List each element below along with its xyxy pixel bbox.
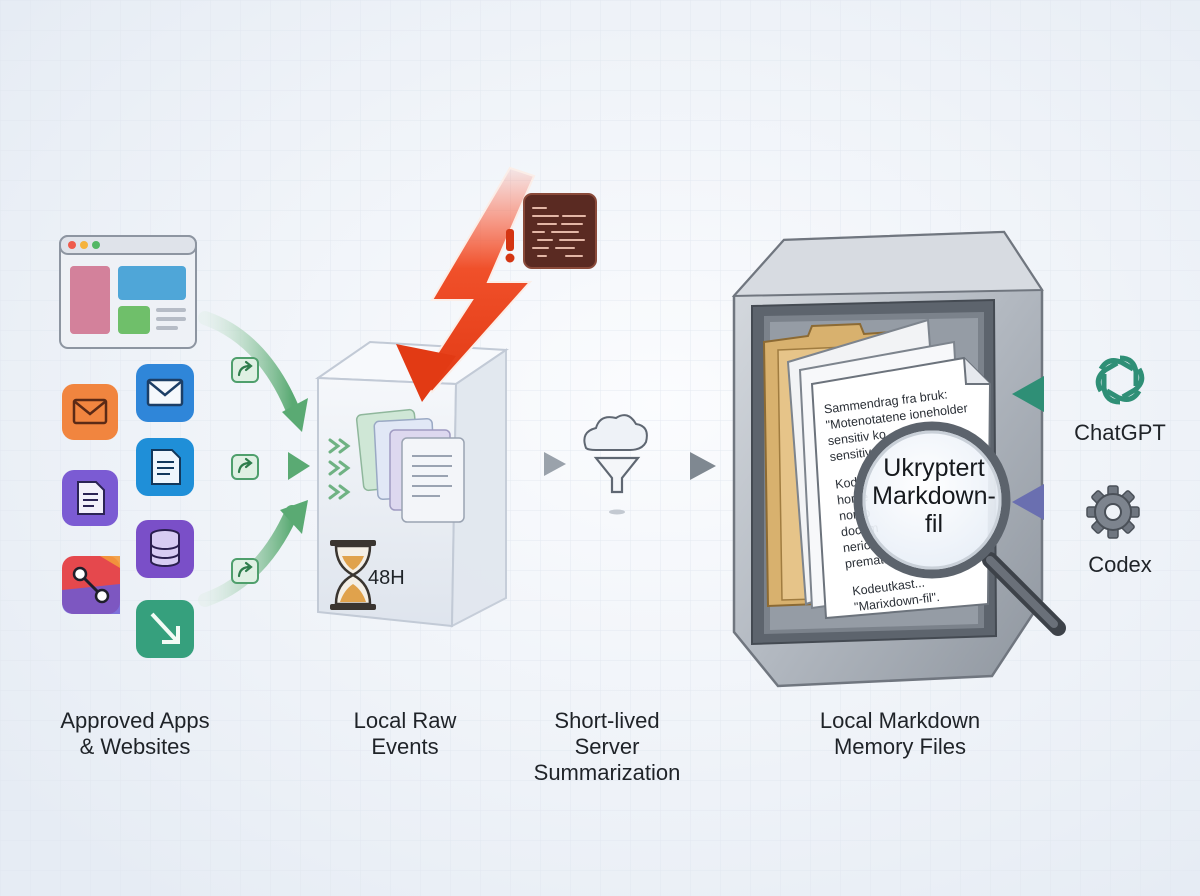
svg-text:Markdown-: Markdown- bbox=[872, 482, 996, 510]
cloud-icon bbox=[583, 414, 648, 451]
funnel-icon bbox=[593, 456, 641, 515]
svg-text:Ukryptert: Ukryptert bbox=[883, 454, 984, 482]
stage-label-memory-files: Local Markdown Memory Files bbox=[819, 708, 981, 759]
document-icon bbox=[62, 470, 118, 526]
share-arrow-icon bbox=[231, 454, 259, 480]
approved-flow-arrows bbox=[198, 311, 310, 607]
stage-label-raw-events: Local Raw Events bbox=[353, 708, 457, 759]
incoming-chevrons bbox=[328, 438, 351, 500]
magnifier-label: Ukryptert Markdown- fil bbox=[872, 454, 996, 538]
document-icon bbox=[136, 438, 194, 496]
codex-access-arrow bbox=[1012, 484, 1098, 520]
lightning-bolt-icon bbox=[396, 166, 536, 402]
share-arrow-icon bbox=[231, 357, 259, 383]
retention-badge: 48H bbox=[368, 567, 405, 589]
stage-label-sources: Approved Apps & Websites bbox=[60, 708, 210, 759]
magnifier-icon bbox=[853, 421, 1066, 636]
codex-label: Codex bbox=[1088, 552, 1152, 577]
mail-icon bbox=[136, 364, 194, 422]
svg-text:fil: fil bbox=[925, 510, 943, 538]
summarization-flow-arrows bbox=[490, 452, 716, 480]
stage-label-summarization: Short-lived Server Summarization bbox=[533, 708, 681, 785]
openai-logo-icon bbox=[1095, 355, 1145, 405]
hourglass-icon bbox=[330, 540, 376, 610]
database-icon bbox=[136, 520, 194, 578]
chatgpt-access-arrow bbox=[1012, 376, 1098, 412]
source-apps-group bbox=[59, 235, 197, 658]
gear-icon bbox=[1086, 485, 1140, 539]
code-snippet-icon bbox=[523, 193, 597, 269]
svg-text:sensitiv: sensitiv bbox=[829, 445, 873, 464]
mail-icon bbox=[62, 384, 118, 440]
warning-icon bbox=[505, 229, 515, 263]
graph-icon bbox=[62, 556, 120, 614]
event-documents bbox=[355, 408, 465, 523]
diagonal-arrow-icon bbox=[136, 600, 194, 658]
browser-window-icon bbox=[59, 235, 197, 349]
share-arrow-icon bbox=[231, 558, 259, 584]
chatgpt-label: ChatGPT bbox=[1074, 420, 1166, 445]
